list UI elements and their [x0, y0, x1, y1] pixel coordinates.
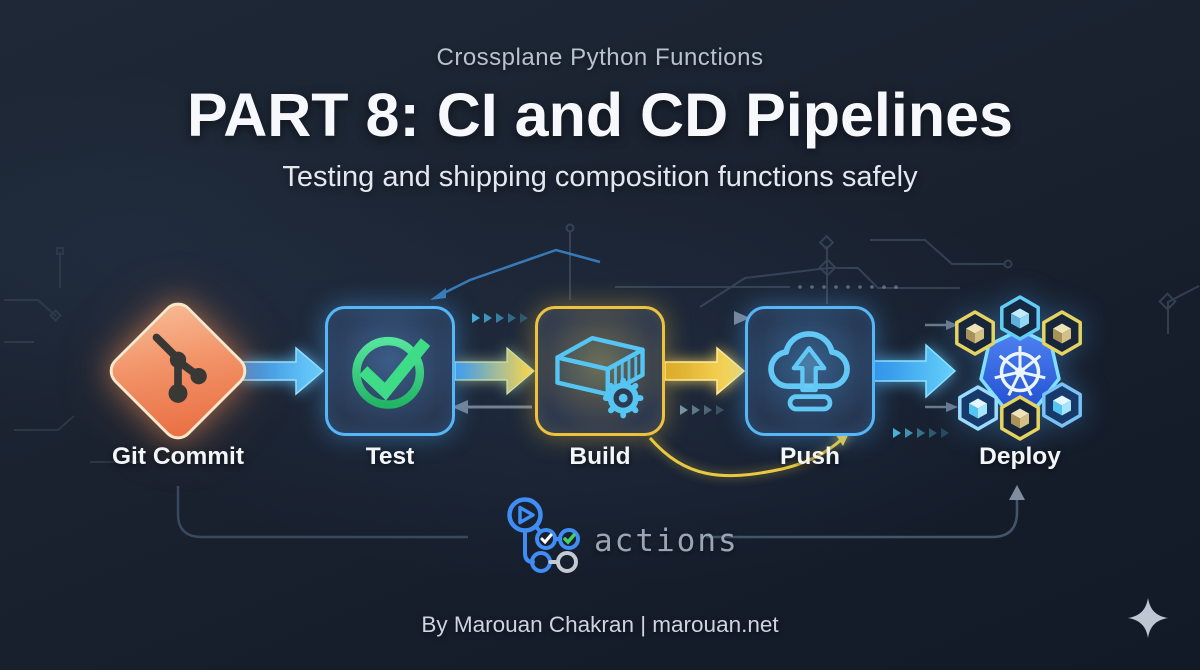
gear-icon — [602, 377, 644, 419]
thin-arrow-build-push — [662, 311, 750, 325]
pipeline-step-build — [535, 306, 665, 436]
circuit-traces-top — [565, 223, 1200, 334]
step-label-push: Push — [780, 443, 840, 470]
arrow-push-to-deploy — [871, 343, 957, 399]
loop-line-left — [176, 486, 468, 539]
kubernetes-cluster-icon — [955, 295, 1082, 441]
step-label-build: Build — [569, 443, 631, 470]
cloud-upload-icon — [768, 331, 850, 412]
footer-credit: By Marouan Chakran | marouan.net — [421, 612, 779, 637]
container-gear-icon — [555, 335, 645, 419]
pipeline-step-git-commit — [103, 296, 253, 446]
return-arrow-build-test — [452, 400, 532, 414]
arrows-into-deploy — [925, 320, 958, 412]
page-title: PART 8: CI and CD Pipelines — [187, 81, 1013, 149]
sparkle-icon — [1128, 598, 1168, 638]
git-branch-icon — [152, 333, 207, 403]
arrow-git-to-test — [241, 346, 325, 396]
subtitle-text: Testing and shipping composition functio… — [282, 161, 918, 193]
check-circle-icon — [352, 336, 431, 409]
pod-icon — [1042, 310, 1082, 356]
trace-into-test — [430, 248, 601, 300]
arrow-build-to-push — [664, 346, 746, 396]
arrow-test-to-build — [454, 346, 535, 396]
chevrons-test-build — [472, 313, 528, 323]
pod-icon — [1000, 295, 1040, 341]
chevrons-build-push — [680, 405, 724, 415]
pod-icon — [1000, 395, 1040, 441]
eyebrow-text: Crossplane Python Functions — [436, 44, 764, 71]
pipeline-step-push — [745, 306, 875, 436]
loop-line-right — [706, 485, 1025, 539]
circuit-traces-left — [4, 247, 140, 463]
pod-icon — [955, 310, 995, 356]
chevrons-push-deploy — [893, 428, 949, 438]
pod-icon — [1042, 382, 1082, 428]
pod-icon — [958, 385, 998, 431]
step-label-test: Test — [365, 443, 415, 470]
actions-wordmark: actions — [594, 523, 739, 559]
pipeline-step-test — [325, 306, 455, 436]
step-label-deploy: Deploy — [979, 443, 1061, 470]
dotted-trace — [798, 285, 898, 289]
step-label-git-commit: Git Commit — [111, 443, 245, 470]
github-actions-icon — [507, 497, 580, 573]
